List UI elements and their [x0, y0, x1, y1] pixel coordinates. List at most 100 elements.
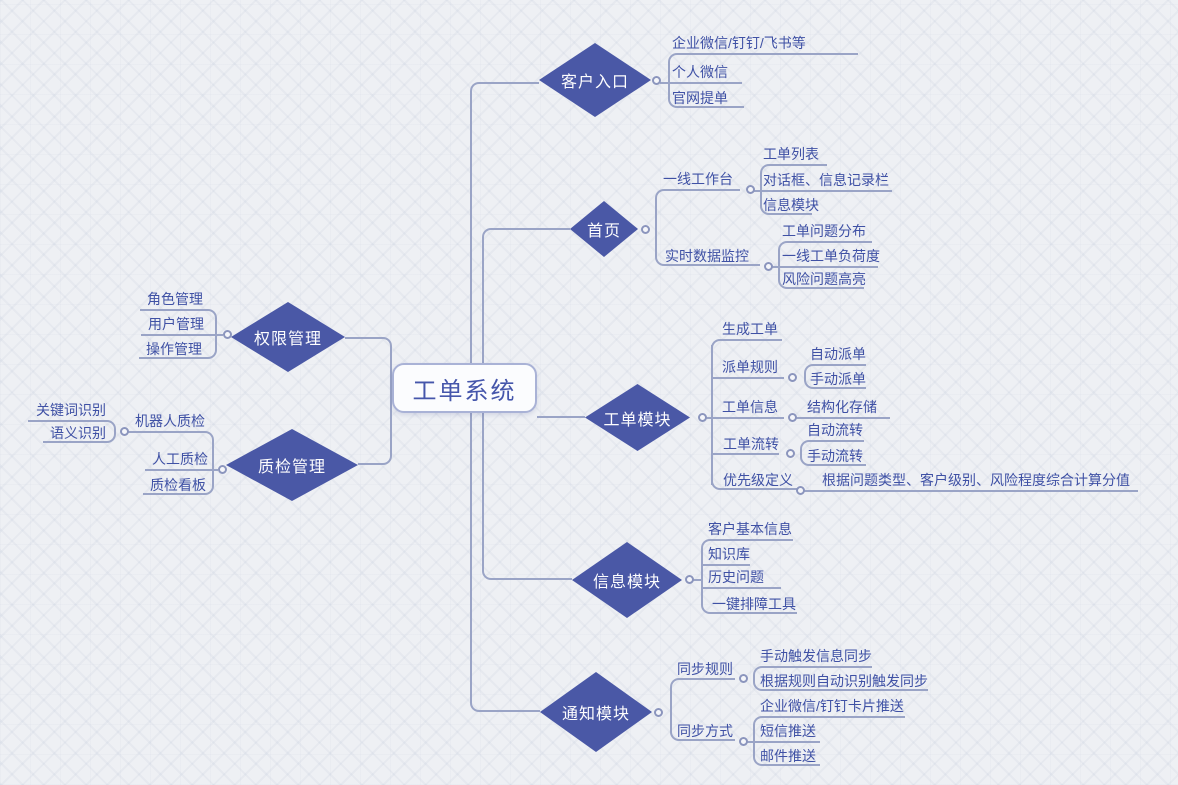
branch-info-module[interactable]: 信息模块: [572, 542, 682, 618]
central-topic[interactable]: 工单系统: [392, 363, 537, 413]
branch-permission-mgmt[interactable]: 权限管理: [231, 302, 345, 372]
node-knowledge-base[interactable]: 知识库: [708, 546, 750, 562]
collapse-dot-info-module[interactable]: [685, 575, 694, 584]
collapse-dot-frontline-workbench[interactable]: [746, 185, 755, 194]
connector: [128, 431, 214, 469]
node-personal-wechat[interactable]: 个人微信: [672, 64, 728, 80]
connector: [753, 678, 928, 691]
node-auto-flow[interactable]: 自动流转: [807, 422, 863, 438]
node-structured-storage[interactable]: 结构化存储: [807, 399, 877, 415]
collapse-dot-ticket-info[interactable]: [788, 413, 797, 422]
node-history-issues[interactable]: 历史问题: [708, 569, 764, 585]
connector: [711, 453, 779, 455]
connector-central-qa: [358, 388, 392, 465]
node-realtime-data-monitor[interactable]: 实时数据监控: [665, 248, 749, 264]
connector-central-home: [482, 228, 570, 363]
connector: [701, 587, 781, 589]
node-sync-method[interactable]: 同步方式: [677, 723, 733, 739]
node-sync-rule[interactable]: 同步规则: [677, 661, 733, 677]
connector: [140, 309, 217, 334]
node-website-ticket[interactable]: 官网提单: [672, 90, 728, 106]
connector: [796, 417, 890, 419]
node-robot-qa[interactable]: 机器人质检: [135, 413, 205, 429]
connector: [711, 377, 784, 379]
node-risk-issue-highlight[interactable]: 风险问题高亮: [782, 271, 866, 287]
collapse-dot-robot-qa[interactable]: [120, 427, 129, 436]
node-manual-dispatch[interactable]: 手动派单: [810, 371, 866, 387]
connector: [141, 334, 223, 336]
collapse-dot-notify-module[interactable]: [654, 708, 663, 717]
node-operation-mgmt[interactable]: 操作管理: [146, 341, 202, 357]
connector: [655, 189, 740, 229]
connector: [804, 377, 866, 389]
branch-notify-module[interactable]: 通知模块: [540, 672, 652, 752]
connector: [143, 469, 214, 495]
connector: [701, 539, 793, 579]
node-keyword-recognition[interactable]: 关键词识别: [36, 402, 106, 418]
collapse-dot-permission-mgmt[interactable]: [223, 330, 232, 339]
branch-home[interactable]: 首页: [570, 201, 638, 257]
connector: [760, 164, 827, 190]
node-qa-dashboard[interactable]: 质检看板: [150, 477, 206, 493]
connector-central-ticket-module: [537, 416, 585, 418]
node-info-module-sub[interactable]: 信息模块: [763, 197, 819, 213]
node-wechat-dingtalk-card-push[interactable]: 企业微信/钉钉卡片推送: [760, 698, 904, 714]
node-manual-flow[interactable]: 手动流转: [807, 448, 863, 464]
node-priority-formula[interactable]: 根据问题类型、客户级别、风险程度综合计算分值: [822, 472, 1130, 488]
branch-ticket-module[interactable]: 工单模块: [585, 384, 690, 451]
node-priority-definition[interactable]: 优先级定义: [723, 472, 793, 488]
node-ticket-flow[interactable]: 工单流转: [723, 436, 779, 452]
connector: [772, 266, 878, 268]
collapse-dot-ticket-module[interactable]: [698, 413, 707, 422]
connector-central-notify-module: [470, 413, 540, 712]
node-rule-auto-trigger-sync[interactable]: 根据规则自动识别触发同步: [760, 673, 928, 689]
collapse-dot-sync-rule[interactable]: [739, 674, 748, 683]
collapse-dot-ticket-flow[interactable]: [786, 449, 795, 458]
collapse-dot-dispatch-rule[interactable]: [788, 373, 797, 382]
node-dispatch-rule[interactable]: 派单规则: [722, 359, 778, 375]
node-frontline-ticket-load[interactable]: 一线工单负荷度: [782, 248, 880, 264]
connector-central-info-module: [482, 413, 572, 580]
node-auto-dispatch[interactable]: 自动派单: [810, 346, 866, 362]
node-dialog-info-record-bar[interactable]: 对话框、信息记录栏: [763, 172, 889, 188]
connector: [754, 190, 892, 192]
connector: [693, 579, 701, 581]
connector: [701, 579, 797, 614]
collapse-dot-realtime-data-monitor[interactable]: [764, 262, 773, 271]
node-ticket-info[interactable]: 工单信息: [722, 399, 778, 415]
collapse-dot-qa-mgmt[interactable]: [218, 465, 227, 474]
node-role-mgmt[interactable]: 角色管理: [147, 291, 203, 307]
connector: [711, 478, 797, 490]
node-frontline-workbench[interactable]: 一线工作台: [663, 171, 733, 187]
node-ticket-list[interactable]: 工单列表: [763, 146, 819, 162]
node-user-mgmt[interactable]: 用户管理: [148, 316, 204, 332]
connector: [701, 564, 750, 566]
connector: [668, 82, 744, 108]
connector: [28, 420, 116, 431]
connector: [778, 266, 864, 289]
branch-qa-mgmt[interactable]: 质检管理: [226, 429, 358, 501]
connector: [711, 345, 713, 485]
collapse-dot-priority-definition[interactable]: [796, 486, 805, 495]
node-one-click-troubleshoot[interactable]: 一键排障工具: [712, 596, 796, 612]
node-sms-push[interactable]: 短信推送: [760, 723, 816, 739]
connector: [668, 53, 858, 82]
connector: [711, 339, 782, 351]
node-ticket-issue-distribution[interactable]: 工单问题分布: [782, 223, 866, 239]
collapse-dot-sync-method[interactable]: [739, 737, 748, 746]
collapse-dot-home[interactable]: [641, 225, 650, 234]
node-semantic-recognition[interactable]: 语义识别: [50, 425, 106, 441]
node-manual-trigger-sync[interactable]: 手动触发信息同步: [760, 648, 872, 664]
node-generate-ticket[interactable]: 生成工单: [722, 321, 778, 337]
connector-central-permission: [345, 337, 392, 388]
node-manual-qa[interactable]: 人工质检: [152, 451, 208, 467]
connector: [747, 741, 820, 743]
connector: [804, 364, 866, 377]
node-email-push[interactable]: 邮件推送: [760, 748, 816, 764]
connector: [655, 229, 760, 266]
node-customer-basic-info[interactable]: 客户基本信息: [708, 521, 792, 537]
collapse-dot-customer-entry[interactable]: [652, 76, 661, 85]
node-enterprise-wechat-dingtalk-feishu[interactable]: 企业微信/钉钉/飞书等: [672, 35, 806, 51]
branch-customer-entry[interactable]: 客户入口: [539, 43, 651, 117]
